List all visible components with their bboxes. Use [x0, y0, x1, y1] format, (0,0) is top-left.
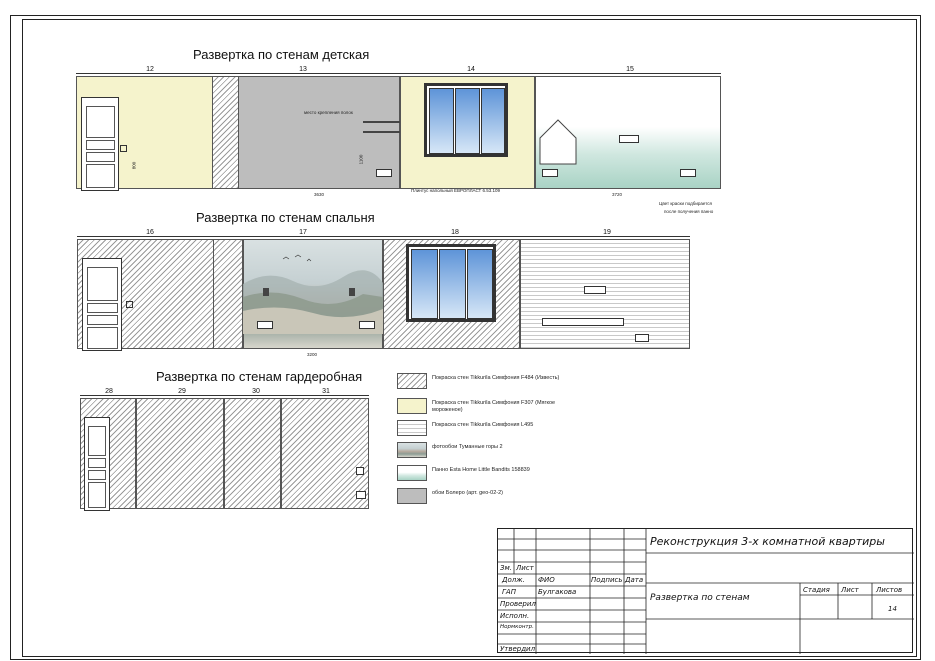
- wall-number: 12: [146, 66, 154, 73]
- list-label: Лист: [841, 586, 859, 594]
- shelf-1: [363, 121, 401, 123]
- dimension-line: [76, 73, 721, 74]
- socket-block: [619, 135, 639, 143]
- legend-swatch: [397, 373, 427, 389]
- legend-text: Покраска стен Tikkurila Симфония F307 (М…: [432, 400, 556, 413]
- dim-1100: 1100: [358, 154, 364, 165]
- wall-number: 18: [451, 229, 459, 236]
- annotation-plinth: Плинтус напольный ЕВРОПЛАСТ 6.53.109: [411, 188, 501, 193]
- wall-number: 13: [299, 66, 307, 73]
- outer-frame: [10, 15, 921, 660]
- wall-29: [136, 398, 224, 509]
- wall-number: 28: [105, 388, 113, 395]
- wall-number: 19: [603, 229, 611, 236]
- dim-3720: 3720: [612, 192, 623, 197]
- socket-block: [356, 491, 366, 499]
- stamp-label: Булгакова: [538, 588, 577, 596]
- socket-block: [257, 321, 273, 329]
- socket-block: [584, 286, 606, 294]
- stamp-label: Дата: [625, 576, 644, 584]
- inner-frame: [22, 19, 917, 657]
- legend-swatch: [397, 488, 427, 504]
- wall-elevation-wardrobe: [80, 395, 369, 511]
- annotation-paint-2: после получения панно: [664, 209, 714, 214]
- lists-label: Листов: [876, 586, 903, 594]
- legend-swatch: [397, 420, 427, 436]
- shelf-2: [363, 131, 401, 133]
- section-title-wardrobe: Развертка по стенам гардеробная: [156, 369, 363, 384]
- legend-text: Покраска стен Tikkurila Симфония L495: [432, 422, 534, 428]
- stamp-label: Зм.: [500, 564, 512, 572]
- stamp-label: ГАП: [502, 588, 516, 596]
- socket-block: [680, 169, 696, 177]
- legend-text: Покраска стен Tikkurila Симфония F484 (И…: [432, 375, 560, 381]
- wall-31: [281, 398, 369, 509]
- stamp-label: Лист: [516, 564, 534, 572]
- stamp-label: Подпись: [591, 576, 623, 584]
- wall-number: 17: [299, 229, 307, 236]
- sheet-name: Развертка по стенам: [650, 593, 750, 603]
- legend-text: фотообои Туманные горы 2: [432, 444, 503, 450]
- wall-30: [224, 398, 281, 509]
- legend-swatch: [397, 465, 427, 481]
- light-switch: [120, 145, 127, 152]
- lamp-icon: [263, 288, 269, 296]
- wall-19: [520, 239, 690, 349]
- stamp-label: Проверил: [500, 600, 536, 608]
- stamp-label: Нормконтр.: [500, 624, 534, 630]
- wall-12b: [212, 76, 239, 189]
- wall-number: 31: [322, 388, 330, 395]
- wall-16b: [213, 239, 243, 349]
- socket-block: [376, 169, 392, 177]
- stage-label: Стадия: [803, 586, 830, 594]
- house-shape: [538, 118, 578, 166]
- stamp-label: Утвердил: [500, 645, 536, 653]
- socket-block: [542, 169, 558, 177]
- legend-text: обои Болеро (арт. geo-02-2): [432, 490, 503, 496]
- lamp-icon: [349, 288, 355, 296]
- wall-number: 14: [467, 66, 475, 73]
- socket-block: [359, 321, 375, 329]
- annotation-mount-place: место крепления полок: [304, 110, 353, 115]
- title-block: Реконструкция 3-х комнатной квартиры Раз…: [497, 528, 914, 654]
- wall-number: 29: [178, 388, 186, 395]
- light-switch: [126, 301, 133, 308]
- legend-text: Панно Esta Home Little Bandits 158839: [432, 467, 530, 473]
- wall-number: 30: [252, 388, 260, 395]
- stamp-label: ФИО: [538, 576, 555, 584]
- door: [82, 258, 122, 351]
- socket-block: [356, 467, 364, 475]
- legend-swatch: [397, 398, 427, 414]
- dim-3630: 3630: [314, 192, 325, 197]
- stamp-label: Исполн.: [500, 612, 530, 620]
- section-title-bedroom: Развертка по стенам спальня: [196, 210, 375, 225]
- legend-swatch: [397, 442, 427, 458]
- mural-image: [243, 239, 383, 334]
- annotation-paint-1: Цвет краски подбирается: [659, 201, 712, 206]
- tv-console: [542, 318, 624, 326]
- section-title-kids: Развертка по стенам детская: [193, 47, 370, 62]
- wall-elevation-bedroom: 3200: [77, 236, 690, 357]
- stamp-label: Долж.: [502, 576, 525, 584]
- wall-number: 16: [146, 229, 154, 236]
- sheet-number: 14: [888, 605, 897, 613]
- project-name: Реконструкция 3-х комнатной квартиры: [650, 535, 885, 548]
- socket-block: [635, 334, 649, 342]
- door: [81, 97, 119, 191]
- dim-3200: 3200: [307, 352, 318, 357]
- window: [424, 83, 508, 157]
- wall-elevation-kids: 800 место крепления полок 1100 3630 Плин…: [76, 73, 721, 214]
- door: [84, 417, 110, 511]
- dim-800: 800: [131, 161, 137, 170]
- wall-number: 15: [626, 66, 634, 73]
- window: [406, 244, 496, 322]
